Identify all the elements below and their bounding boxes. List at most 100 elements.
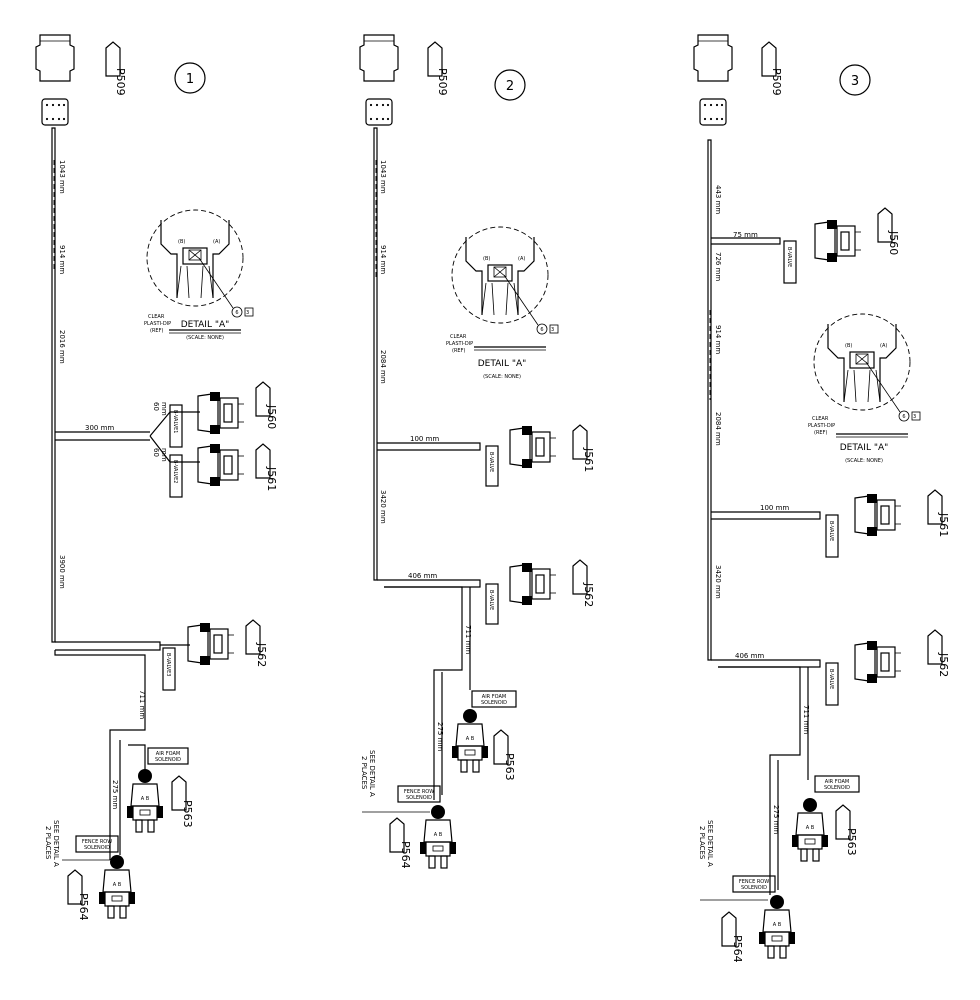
dim-60a-unit-v1: mm	[160, 402, 168, 416]
j562-connector-v2	[509, 562, 557, 606]
detail-note-v1: 3	[246, 310, 249, 316]
p509-connector-3	[693, 34, 733, 126]
dim-100-v2: 100 mm	[410, 435, 439, 443]
dim-300-v1: 300 mm	[85, 424, 114, 432]
detail-ref-v2: (REF)	[452, 348, 465, 354]
detail-b-v3: (B)	[845, 343, 852, 349]
j561-connector-v1	[197, 443, 245, 487]
variant-circle-2	[494, 69, 526, 101]
detail-plasti-v1: PLASTI-DIP	[144, 321, 171, 327]
detail-callout-v2: 6	[540, 327, 543, 333]
fence-row-label-v2: FENCE ROW	[404, 789, 434, 795]
p509-connector-2	[359, 34, 399, 126]
p563-ab-v1: A B	[141, 796, 150, 802]
fence-row-solenoid-v2: SOLENOID	[406, 795, 432, 801]
j561-connector-v2	[509, 425, 557, 469]
dim-275-v3: 275 mm	[772, 805, 780, 834]
variant-number-3: 3	[851, 74, 859, 89]
p509-label-2: P509	[436, 68, 449, 96]
b-valve2-tag: B-VALVE2	[172, 460, 178, 483]
j562-label-v1: J562	[255, 642, 268, 667]
j561-label-v3: J561	[937, 512, 950, 537]
p564-label-v3: P564	[731, 935, 744, 963]
b-valve-tag-v3a: B-VALVE	[786, 247, 792, 267]
see-detail-v3: SEE DETAIL A	[706, 820, 714, 867]
dim-1043-v2: 1043 mm	[379, 160, 387, 194]
j560-label-v3: J560	[887, 230, 900, 255]
dim-3420-v3: 3420 mm	[714, 565, 722, 599]
p509-label-1: P509	[114, 68, 127, 96]
dim-711-v2: 711 mm	[464, 625, 472, 654]
air-foam-solenoid-v2: SOLENOID	[481, 700, 507, 706]
detail-scale-v3: (SCALE: NONE)	[845, 458, 883, 464]
detail-b-v2: (B)	[483, 256, 490, 262]
dim-60a-v1: 60	[152, 402, 160, 411]
detail-a-callout-v3: (A)	[880, 343, 887, 349]
p564-ab-v2: A B	[434, 832, 443, 838]
detail-note-v3: 3	[913, 414, 916, 420]
dim-914-v2: 914 mm	[379, 245, 387, 274]
variant-number-1: 1	[186, 72, 194, 87]
dim-3420-v2: 3420 mm	[379, 490, 387, 524]
p564-label-v2: P564	[399, 841, 412, 869]
p564-label-v1: P564	[77, 893, 90, 921]
b-valve-tag-v3c: B-VALVE	[828, 669, 834, 689]
dim-726-v3: 726 mm	[714, 252, 722, 281]
b-valve-tag-v3b: B-VALVE	[828, 521, 834, 541]
detail-a-callout-v1: (A)	[213, 239, 220, 245]
fence-row-label-v1: FENCE ROW	[82, 839, 112, 845]
detail-clear-v3: CLEAR	[812, 416, 829, 422]
detail-callout-v3: 6	[902, 414, 905, 420]
dim-443-v3: 443 mm	[714, 185, 722, 214]
variant-circle-3	[839, 64, 871, 96]
p563-label-v3: P563	[845, 828, 858, 856]
p509-label-3: P509	[770, 68, 783, 96]
detail-title-v1: DETAIL "A"	[181, 320, 230, 330]
fence-row-label-v3: FENCE ROW	[739, 879, 769, 885]
variant-circle-1	[174, 62, 206, 94]
air-foam-label-v3: AIR FOAM	[825, 779, 849, 785]
air-foam-label-v1: AIR FOAM	[156, 751, 180, 757]
j562-label-v2: J562	[582, 582, 595, 607]
dim-60b-unit-v1: mm	[160, 448, 168, 462]
dim-406-v3: 406 mm	[735, 652, 764, 660]
air-foam-solenoid-v1: SOLENOID	[155, 757, 181, 763]
variant-1: P509 1 1043 mm 914 mm 2016 mm 300 mm 60 …	[35, 34, 278, 921]
see-detail-v1: SEE DETAIL A	[52, 820, 60, 867]
dim-100-v3: 100 mm	[760, 504, 789, 512]
j560-connector-v3	[814, 219, 862, 263]
detail-title-v3: DETAIL "A"	[840, 443, 889, 453]
b-valve1-tag: B-VALVE1	[172, 410, 178, 433]
dim-711-v3: 711 mm	[802, 705, 810, 734]
air-foam-solenoid-v3: SOLENOID	[824, 785, 850, 791]
variant-2: P509 2 1043 mm 914 mm 2084 mm 100 mm 342…	[359, 34, 595, 869]
dim-75-v3: 75 mm	[733, 231, 758, 239]
j561-label-v1: J561	[265, 466, 278, 491]
j562-connector-v3	[854, 640, 902, 684]
detail-plasti-v2: PLASTI-DIP	[446, 341, 473, 347]
j560-connector-v1	[197, 391, 245, 435]
detail-title-v2: DETAIL "A"	[478, 359, 527, 369]
b-valve3-tag: B-VALVE3	[165, 653, 171, 676]
detail-scale-v2: (SCALE: NONE)	[483, 374, 521, 380]
detail-ref-v1: (REF)	[150, 328, 163, 334]
p563-label-v2: P563	[503, 753, 516, 781]
detail-callout-v1: 6	[235, 310, 238, 316]
detail-clear-v1: CLEAR	[148, 314, 165, 320]
dim-711-v1: 711 mm	[138, 690, 146, 719]
p563-ab-v3: A B	[806, 825, 815, 831]
detail-ref-v3: (REF)	[814, 430, 827, 436]
j562-label-v3: J562	[937, 652, 950, 677]
p563-ab-v2: A B	[466, 736, 475, 742]
dim-3900-v1: 3900 mm	[58, 555, 66, 589]
dim-275-v1: 275 mm	[111, 780, 119, 809]
detail-scale-v1: (SCALE: NONE)	[186, 335, 224, 341]
p564-ab-v3: A B	[773, 922, 782, 928]
j561-connector-v3	[854, 493, 902, 537]
dim-2016-v1: 2016 mm	[58, 330, 66, 364]
dim-406-v2: 406 mm	[408, 572, 437, 580]
j562-connector-v1	[187, 622, 235, 666]
fence-row-solenoid-v1: SOLENOID	[84, 845, 110, 851]
two-places-v3: 2 PLACES	[698, 826, 706, 860]
